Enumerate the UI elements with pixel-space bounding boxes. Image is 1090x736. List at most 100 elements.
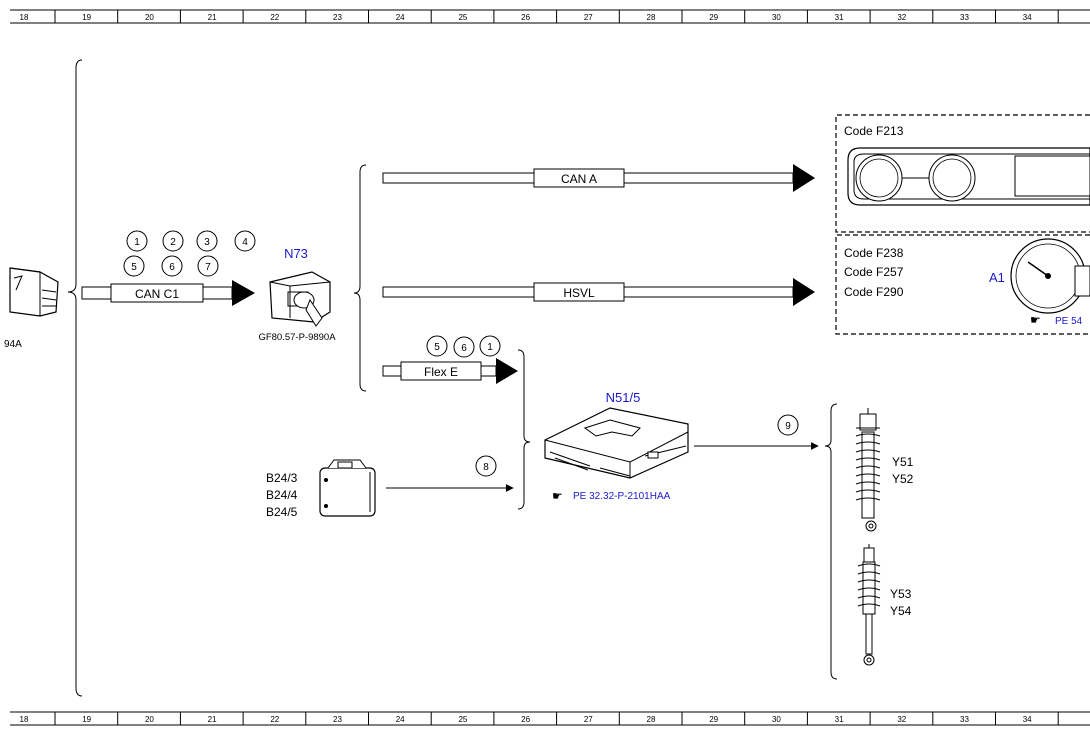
n73-label: N73 bbox=[284, 246, 308, 261]
callout-circle bbox=[197, 255, 219, 277]
strut-bracket bbox=[824, 403, 838, 680]
ruler-number: 31 bbox=[835, 13, 844, 22]
callout-number: 3 bbox=[204, 237, 210, 248]
can-c1-label: CAN C1 bbox=[135, 287, 179, 301]
rear-strut-icon bbox=[857, 544, 881, 666]
a1-gauge-icon bbox=[1010, 238, 1090, 314]
ruler-number: 28 bbox=[647, 715, 656, 724]
callout-circle bbox=[162, 230, 184, 252]
can-c1-bus bbox=[81, 280, 255, 306]
callout-circle bbox=[453, 336, 475, 358]
ruler-number: 20 bbox=[145, 13, 154, 22]
ruler-number: 18 bbox=[20, 715, 29, 724]
n51-5-input-bracket bbox=[517, 349, 531, 510]
ruler-number: 33 bbox=[960, 13, 969, 22]
ruler-number: 30 bbox=[772, 715, 781, 724]
front-strut-icon bbox=[855, 408, 881, 532]
a1-reference: PE 54 bbox=[1055, 316, 1083, 327]
callout-circle bbox=[426, 335, 448, 357]
a1-label: A1 bbox=[989, 270, 1005, 285]
ruler-number: 26 bbox=[521, 715, 530, 724]
callout-circle bbox=[234, 230, 256, 252]
ruler-number: 32 bbox=[897, 715, 906, 724]
b24-3-label: B24/3 bbox=[266, 471, 298, 485]
callout-number: 6 bbox=[169, 262, 175, 273]
main-bracket bbox=[67, 59, 83, 697]
n73-output-bracket bbox=[353, 164, 367, 392]
b24-5-label: B24/5 bbox=[266, 505, 298, 519]
ruler-number: 21 bbox=[208, 13, 217, 22]
code-f257: Code F257 bbox=[844, 265, 904, 279]
callout-circle bbox=[123, 255, 145, 277]
circle-9: 9 bbox=[777, 414, 799, 436]
ruler-number: 32 bbox=[897, 13, 906, 22]
ruler-number: 18 bbox=[20, 13, 29, 22]
callout-circle bbox=[126, 230, 148, 252]
can-c1-circle-group: 1 2 3 4 5 6 7 bbox=[123, 230, 256, 277]
ruler-number: 26 bbox=[521, 13, 530, 22]
hsvl-label: HSVL bbox=[563, 286, 595, 300]
callout-circle bbox=[196, 230, 218, 252]
left-module-label: 94A bbox=[4, 339, 22, 350]
flex-e-label: Flex E bbox=[424, 365, 458, 379]
svg-text:8: 8 bbox=[483, 462, 489, 473]
callout-number: 7 bbox=[205, 262, 211, 273]
n73-ignition-switch bbox=[269, 271, 331, 327]
can-a-label: CAN A bbox=[561, 172, 597, 186]
code-f213: Code F213 bbox=[844, 124, 904, 138]
ruler-number: 25 bbox=[458, 715, 467, 724]
ruler-number: 21 bbox=[208, 715, 217, 724]
ruler-number: 24 bbox=[396, 715, 405, 724]
code-f238: Code F238 bbox=[844, 246, 904, 260]
hsvl-bus bbox=[382, 278, 815, 306]
callout-number: 4 bbox=[242, 237, 248, 248]
ruler-number: 34 bbox=[1023, 715, 1032, 724]
pointer-hand-icon-n51: ☛ bbox=[552, 489, 563, 503]
ruler-number: 28 bbox=[647, 13, 656, 22]
ruler-number: 33 bbox=[960, 715, 969, 724]
n51-5-control-unit bbox=[544, 407, 689, 479]
ruler-number: 20 bbox=[145, 715, 154, 724]
ruler-number: 34 bbox=[1023, 13, 1032, 22]
ruler-number: 27 bbox=[584, 13, 593, 22]
ruler-number: 19 bbox=[82, 13, 91, 22]
svg-text:9: 9 bbox=[785, 421, 791, 432]
n51-5-reference: PE 32.32-P-2101HAA bbox=[573, 491, 671, 502]
ruler-number: 30 bbox=[772, 13, 781, 22]
ruler-number: 24 bbox=[396, 13, 405, 22]
ruler-number: 31 bbox=[835, 715, 844, 724]
callout-circle bbox=[161, 255, 183, 277]
can-a-bus bbox=[382, 164, 815, 192]
ruler-number: 25 bbox=[458, 13, 467, 22]
y52-label: Y52 bbox=[892, 472, 914, 486]
ruler-number: 27 bbox=[584, 715, 593, 724]
b24-4-label: B24/4 bbox=[266, 488, 298, 502]
n73-reference: GF80.57-P-9890A bbox=[258, 332, 336, 343]
y54-label: Y54 bbox=[890, 604, 912, 618]
flex-e-circle-group: 5 6 1 bbox=[426, 335, 501, 358]
left-module-partial bbox=[9, 267, 59, 317]
ruler-number: 19 bbox=[82, 715, 91, 724]
instrument-cluster-box-bottom bbox=[835, 234, 1090, 335]
ruler-number: 29 bbox=[709, 13, 718, 22]
pointer-hand-icon-a1: ☛ bbox=[1030, 313, 1041, 327]
callout-number: 2 bbox=[170, 237, 176, 248]
ruler-number: 29 bbox=[709, 715, 718, 724]
callout-number: 1 bbox=[487, 342, 493, 353]
instrument-cluster-box-top bbox=[835, 114, 1090, 233]
ruler-number: 22 bbox=[270, 715, 279, 724]
callout-number: 5 bbox=[131, 262, 137, 273]
callout-number: 1 bbox=[134, 237, 140, 248]
flex-e-bus bbox=[382, 358, 518, 384]
n51-5-label: N51/5 bbox=[606, 390, 641, 405]
circle-8: 8 bbox=[475, 455, 497, 477]
callout-circle bbox=[479, 335, 501, 357]
instrument-cluster-icon bbox=[847, 147, 1090, 206]
y53-label: Y53 bbox=[890, 587, 912, 601]
callout-number: 6 bbox=[461, 343, 467, 354]
callout-number: 5 bbox=[434, 342, 440, 353]
y51-label: Y51 bbox=[892, 455, 914, 469]
